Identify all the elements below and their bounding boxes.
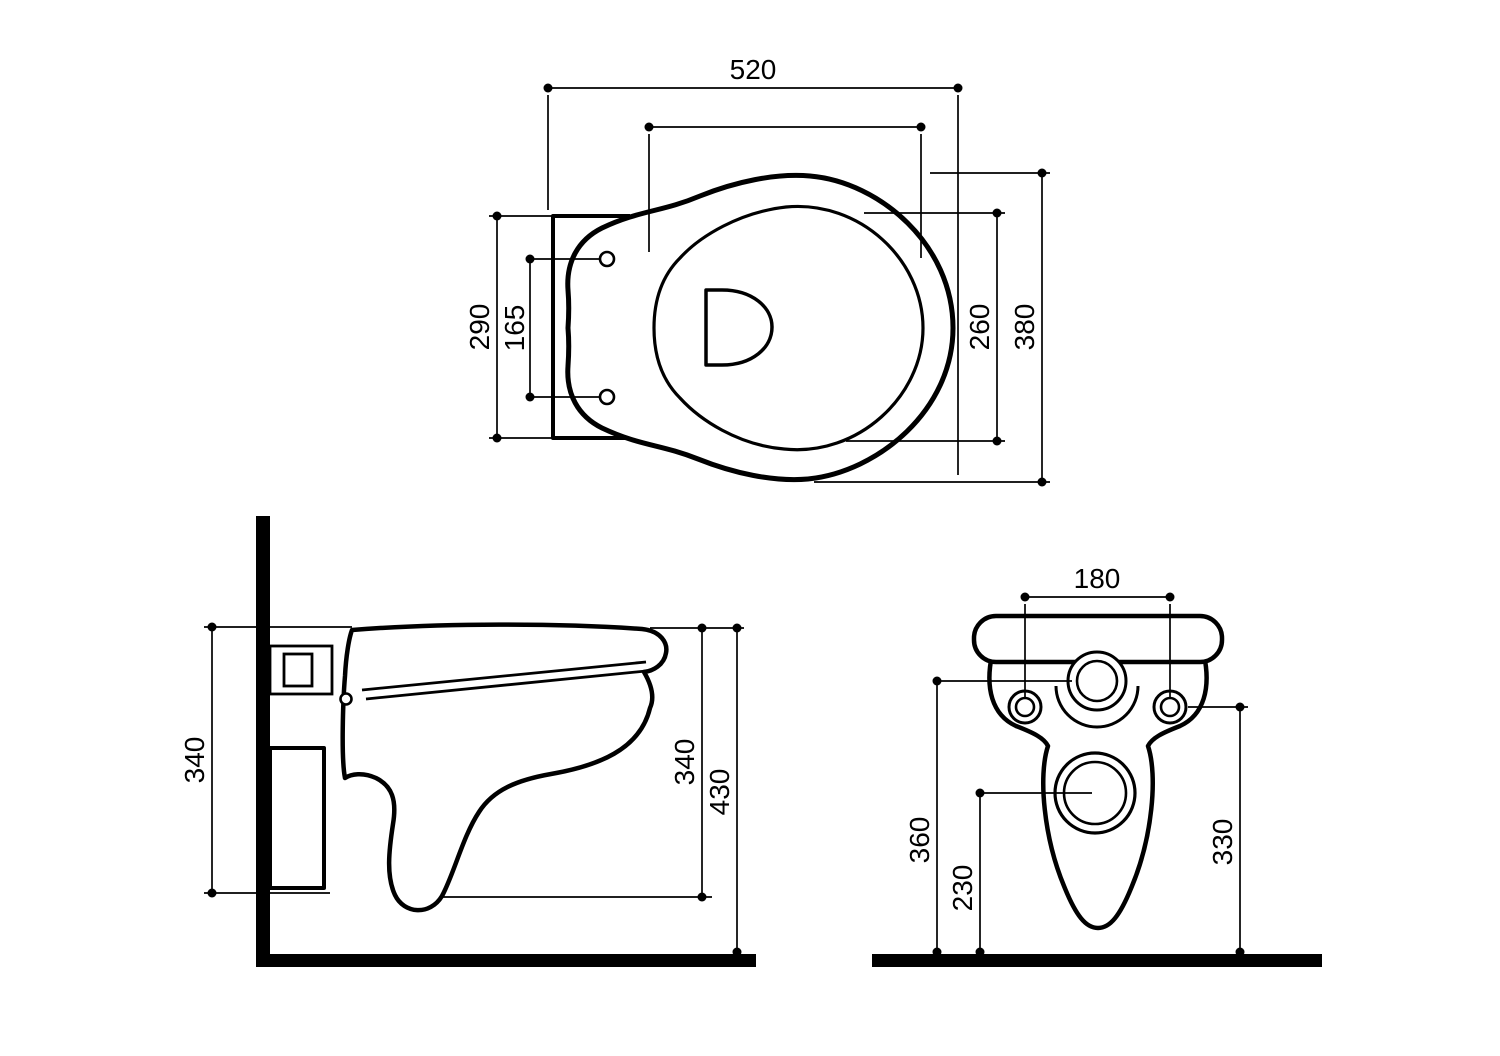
dim-endpoint-dot: [732, 623, 742, 633]
dim-label-360: 360: [904, 817, 935, 864]
dim-drain-height: 230: [947, 788, 1092, 957]
dim-endpoint-dot: [697, 892, 707, 902]
dim-endpoint-dot: [992, 436, 1002, 446]
dim-endpoint-dot: [207, 622, 217, 632]
dim-fixing-hole-spacing: 180: [1020, 563, 1175, 698]
dim-endpoint-dot: [732, 947, 742, 957]
top-view: 520 290 165: [464, 54, 1050, 487]
dim-endpoint-dot: [932, 947, 942, 957]
dim-label-180: 180: [1074, 563, 1121, 594]
dim-endpoint-dot: [644, 122, 654, 132]
dim-endpoint-dot: [953, 83, 963, 93]
dim-endpoint-dot: [1037, 168, 1047, 178]
dim-label-520: 520: [730, 54, 777, 85]
side-view: 340 340 430: [179, 516, 756, 967]
dim-endpoint-dot: [916, 122, 926, 132]
fixing-hole-left-inner: [1014, 696, 1036, 718]
wall-section: [256, 516, 270, 967]
dim-label-330: 330: [1207, 819, 1238, 866]
dim-overall-width: 380: [814, 168, 1050, 487]
flush-pipe-block: [268, 644, 334, 696]
seat-line-top: [361, 660, 647, 692]
dim-endpoint-dot: [1235, 947, 1245, 957]
front-view: 180 360 230 330: [872, 563, 1322, 967]
dim-label-380: 380: [1009, 304, 1040, 351]
dim-endpoint-dot: [543, 83, 553, 93]
flush-pipe-detail: [282, 652, 314, 688]
dim-endpoint-dot: [492, 433, 502, 443]
seat-line-bottom: [365, 669, 647, 701]
dim-endpoint-dot: [992, 208, 1002, 218]
dim-endpoint-dot: [492, 211, 502, 221]
dim-fixing-plate-span: 290: [464, 211, 556, 443]
dim-label-260: 260: [964, 304, 995, 351]
dim-label-230: 230: [947, 865, 978, 912]
dim-seat-length-unlabeled: [644, 122, 926, 258]
dim-endpoint-dot: [975, 947, 985, 957]
dim-endpoint-dot: [1165, 592, 1175, 602]
inlet-collar-arc: [1054, 685, 1140, 729]
dim-bowl-length: 260: [846, 208, 1005, 446]
flush-area-outline: [704, 288, 774, 367]
dim-overall-length: 520: [543, 54, 963, 475]
dim-overall-height: 430: [704, 623, 742, 957]
dim-inlet-height: 360: [904, 676, 1072, 957]
seat-opening-outline: [652, 204, 925, 452]
dim-label-290: 290: [464, 304, 495, 351]
dim-endpoint-dot: [975, 788, 985, 798]
dim-label-340-left: 340: [179, 737, 210, 784]
dim-fixing-height: 340: [179, 622, 352, 898]
dim-endpoint-dot: [1037, 477, 1047, 487]
dim-endpoint-dot: [932, 676, 942, 686]
dim-bowl-bottom-height: 340: [440, 623, 744, 902]
floor-line-front: [872, 954, 1322, 967]
seat-hinge-pivot: [339, 692, 353, 706]
hinge-hole-top: [598, 250, 616, 268]
water-inlet-hole-inner: [1075, 659, 1119, 703]
dim-fixing-hole-height: 330: [1188, 702, 1248, 957]
dim-label-165: 165: [499, 305, 530, 352]
toilet-side-profile: [340, 622, 669, 913]
dim-endpoint-dot: [207, 888, 217, 898]
dim-endpoint-dot: [1020, 592, 1030, 602]
dim-endpoint-dot: [525, 254, 535, 264]
dim-hinge-hole-span: 165: [499, 254, 601, 402]
dim-endpoint-dot: [525, 392, 535, 402]
hinge-hole-bottom: [598, 388, 616, 406]
fixing-hole-right-inner: [1159, 696, 1181, 718]
drain-block: [268, 746, 326, 890]
dim-label-430: 430: [704, 769, 735, 816]
dim-endpoint-dot: [697, 623, 707, 633]
floor-line-side: [256, 954, 756, 967]
dim-label-340-right: 340: [669, 739, 700, 786]
dim-endpoint-dot: [1235, 702, 1245, 712]
